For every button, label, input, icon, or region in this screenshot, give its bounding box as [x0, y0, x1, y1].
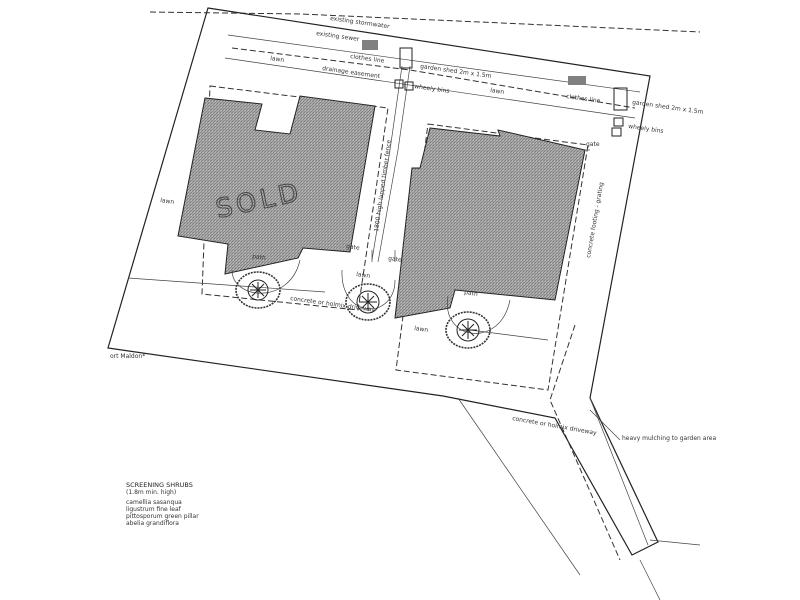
easement-line-2 — [224, 57, 636, 119]
label-concrete-driveway-1-text: concrete or holmix driveway — [290, 295, 376, 314]
legend-shrub-1: camellia sasanqua — [126, 499, 182, 506]
legend-shrub-3: pittosporum green pillar — [126, 513, 199, 520]
label-gate-top-right: gate — [586, 141, 600, 148]
legend-screening-height: (1.8m min. high) — [126, 489, 176, 496]
label-clothes-line-1: clothes line — [350, 53, 385, 65]
tree-icon-3 — [456, 318, 480, 342]
tree-icon-2 — [356, 290, 380, 314]
label-path-right: path — [464, 289, 479, 298]
stormwater-line — [149, 11, 701, 33]
label-lawn-left: lawn — [160, 197, 175, 206]
legend-screening-title: SCREENING SHRUBS — [126, 481, 193, 489]
label-wheely-bins-1: wheely bins — [414, 83, 450, 95]
wheely-bins-2b-icon — [611, 127, 622, 137]
lane-extension-2 — [639, 559, 661, 600]
label-path-left: path — [252, 253, 267, 262]
dividing-fence-2 — [371, 65, 403, 261]
path-arc-1 — [231, 259, 301, 294]
label-gate-mid-right: gate — [388, 255, 403, 264]
label-heavy-mulching: heavy mulching to garden area — [622, 435, 716, 442]
label-clothes-line-2: clothes line — [566, 93, 601, 105]
lane-extension — [649, 539, 701, 546]
house-unit-2 — [394, 127, 586, 319]
wheely-bins-1-icon — [394, 79, 404, 89]
label-existing-sewer: existing sewer — [316, 30, 360, 43]
access-lane-left — [457, 397, 581, 576]
label-gate-mid-left: gate — [346, 243, 361, 252]
driveway-edge — [127, 277, 326, 293]
access-lane-right — [589, 397, 649, 546]
mulching-leader — [589, 409, 621, 441]
driveway-edge-2 — [469, 329, 549, 341]
path-arc-3 — [446, 295, 511, 334]
garden-shed-2-icon — [613, 87, 628, 111]
label-lawn-front: lawn — [414, 325, 429, 334]
label-lawn-mid: lawn — [356, 271, 371, 280]
label-wheely-bins-2: wheely bins — [628, 123, 664, 135]
lot-boundary — [107, 7, 659, 556]
label-road-name: ort Maldon* — [110, 353, 145, 360]
dividing-fence — [377, 65, 411, 263]
easement-line — [231, 47, 636, 109]
garden-shed-1-icon — [399, 47, 413, 69]
tree-icon-1 — [247, 279, 269, 301]
label-lawn-rear-right: lawn — [490, 87, 505, 96]
legend-shrub-4: abelia grandiflora — [126, 520, 179, 527]
house-unit-1 — [177, 95, 376, 275]
clothes-line-2-icon — [568, 76, 586, 85]
label-concrete-fence-right: concrete footing - grating — [585, 181, 605, 258]
label-lawn-top: lawn — [270, 55, 285, 64]
wheely-bins-1b-icon — [404, 81, 414, 91]
wheely-bins-2-icon — [613, 117, 624, 127]
unit-2-envelope — [395, 123, 589, 391]
label-concrete-driveway-1: concrete or holmix driveway — [290, 295, 376, 314]
label-drainage-easement: drainage easement — [322, 65, 381, 80]
access-lane-edge — [549, 324, 621, 561]
legend-shrub-2: ligustrum fine leaf — [126, 506, 182, 513]
clothes-line-1-icon — [362, 40, 378, 50]
screening-shrub-1 — [235, 271, 281, 309]
screening-shrub-2 — [345, 283, 391, 321]
